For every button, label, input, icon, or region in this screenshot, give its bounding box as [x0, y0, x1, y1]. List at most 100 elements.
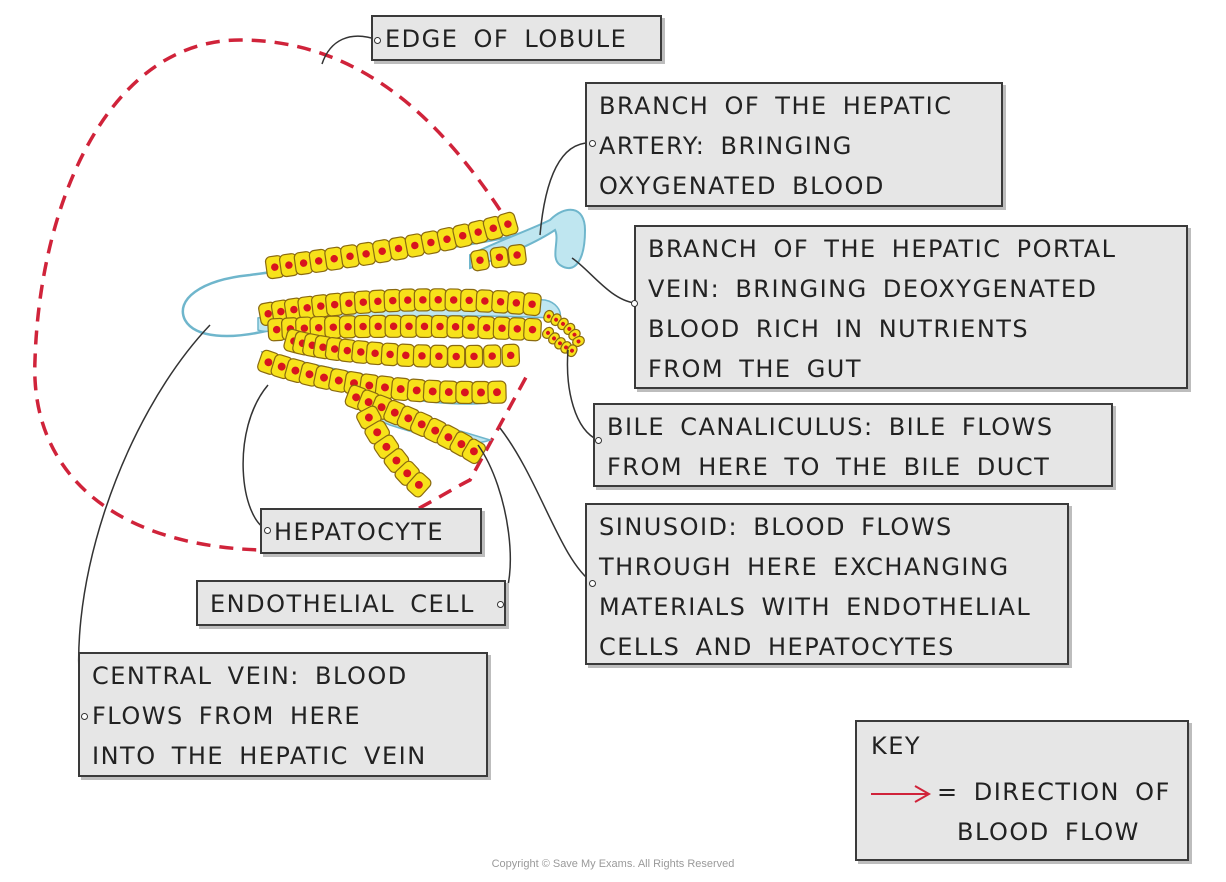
nucleus: [489, 224, 498, 232]
label-central-vein: CENTRAL VEIN: BLOOD FLOWS FROM HERE INTO…: [78, 652, 488, 777]
key-box: KEY = DIRECTION OF BLOOD FLOW: [855, 720, 1189, 861]
label-bile-canaliculus: BILE CANALICULUS: BILE FLOWS FROM HERE T…: [593, 403, 1113, 487]
nucleus: [513, 325, 522, 333]
hepatocyte: [464, 344, 484, 369]
nucleus: [382, 442, 391, 451]
nucleus: [418, 352, 426, 360]
red-arrow-icon: [871, 785, 932, 803]
leader-bile: [566, 349, 599, 441]
nucleus: [386, 350, 394, 359]
hepatocyte: [351, 340, 371, 364]
hepatocyte: [308, 248, 329, 273]
hepatocyte: [396, 343, 416, 368]
nucleus: [493, 388, 501, 397]
hepatocyte: [399, 314, 419, 338]
nucleus: [576, 339, 581, 344]
nucleus: [378, 247, 386, 255]
hepatocyte: [497, 211, 519, 237]
connector-dot: [81, 713, 88, 720]
nucleus: [561, 321, 565, 326]
nucleus: [394, 244, 403, 253]
hepatocyte: [388, 236, 409, 261]
nucleus: [570, 348, 574, 353]
nucleus: [435, 352, 443, 361]
nucleus: [403, 469, 412, 478]
nucleus: [374, 322, 382, 331]
label-line: OXYGENATED BLOOD: [599, 172, 885, 200]
nucleus: [546, 330, 550, 335]
nucleus: [264, 358, 273, 367]
nucleus: [272, 325, 281, 334]
hepatocyte: [507, 317, 527, 341]
label-line: ARTERY: BRINGING: [599, 132, 853, 160]
hepatocyte: [492, 316, 512, 340]
nucleus: [496, 298, 505, 306]
nucleus: [412, 386, 421, 395]
hepatocyte: [475, 289, 495, 313]
nucleus: [404, 414, 413, 423]
hepatocyte: [506, 291, 526, 315]
nucleus: [317, 302, 325, 310]
nucleus: [558, 341, 562, 346]
key-line1: = DIRECTION OF: [937, 778, 1171, 806]
leader-sinusoid: [499, 427, 594, 584]
nucleus: [470, 352, 478, 361]
nucleus: [362, 250, 370, 258]
connector-dot: [374, 37, 381, 44]
nucleus: [451, 323, 460, 331]
nucleus: [277, 362, 286, 371]
hepatocyte: [412, 344, 432, 368]
hepatocyte: [270, 354, 293, 380]
nucleus: [405, 322, 413, 331]
hepatocyte: [415, 314, 434, 339]
label-line: INTO THE HEPATIC VEIN: [92, 742, 427, 770]
hepatocyte: [477, 315, 496, 340]
nucleus: [460, 388, 469, 397]
key-line2: BLOOD FLOW: [957, 818, 1140, 846]
nucleus: [374, 297, 382, 306]
hepatocyte: [372, 239, 393, 264]
nucleus: [359, 298, 368, 306]
nucleus: [364, 398, 373, 407]
nucleus: [314, 257, 323, 265]
key-title: KEY: [871, 732, 922, 760]
nucleus: [482, 323, 491, 332]
nucleus: [552, 336, 556, 341]
nucleus: [396, 385, 405, 394]
nucleus: [414, 480, 423, 489]
nucleus: [320, 373, 328, 382]
nucleus: [330, 345, 339, 353]
nucleus: [443, 235, 451, 243]
nucleus: [389, 322, 398, 331]
hepatocyte: [420, 230, 442, 255]
hepatocyte: [461, 438, 487, 465]
hepatocyte: [413, 288, 433, 312]
nucleus: [564, 345, 568, 350]
nucleus: [474, 228, 482, 236]
nucleus: [504, 220, 512, 228]
nucleus: [436, 322, 444, 331]
nucleus: [476, 256, 484, 264]
nucleus: [345, 299, 353, 308]
hepatocyte: [406, 472, 432, 498]
nucleus: [392, 456, 401, 465]
nucleus: [277, 307, 285, 316]
nucleus: [365, 381, 374, 390]
hepatocyte: [470, 249, 490, 272]
nucleus: [359, 322, 367, 331]
nucleus: [546, 314, 551, 319]
hepatocyte: [309, 315, 329, 340]
nucleus: [554, 317, 559, 322]
nucleus: [469, 447, 478, 456]
connector-dot: [589, 140, 596, 147]
nucleus: [299, 259, 308, 267]
hepatocyte: [491, 289, 511, 314]
nucleus: [411, 241, 419, 250]
nucleus: [402, 351, 410, 360]
nucleus: [512, 299, 521, 307]
nucleus: [330, 254, 338, 263]
label-line: BILE CANALICULUS: BILE FLOWS: [607, 413, 1054, 441]
hepatocyte: [406, 378, 427, 403]
hepatocyte: [487, 380, 507, 404]
